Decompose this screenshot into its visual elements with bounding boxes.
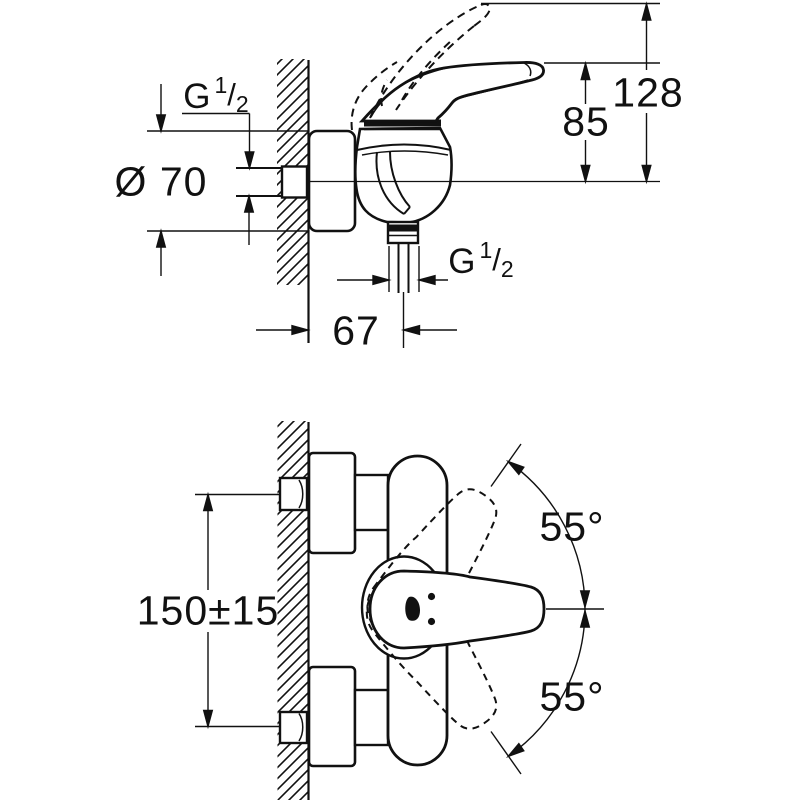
dim-label-85: 85	[562, 98, 610, 145]
arrowhead	[291, 325, 309, 335]
upper-union-nut	[278, 476, 309, 512]
dim-label-128: 128	[612, 69, 684, 116]
dim-label-67: 67	[332, 307, 380, 354]
arrowhead	[155, 114, 167, 132]
arrowhead	[580, 62, 591, 81]
arrowhead	[505, 457, 525, 475]
front-view-dimensions	[195, 443, 604, 775]
inlet-union-nut-side	[280, 165, 309, 199]
arrowhead	[580, 610, 590, 628]
arrowhead	[505, 743, 525, 761]
arrowhead	[580, 164, 591, 183]
arrowhead	[641, 164, 652, 183]
dim-label-diameter-70: Ø 70	[114, 158, 208, 205]
arrowhead	[155, 230, 167, 248]
handle-detail-4	[523, 62, 532, 77]
lever-handle-raised-dashed	[350, 3, 491, 131]
body-rim-arc	[356, 143, 452, 151]
dim-label-55-lower: 55°	[539, 673, 605, 720]
arrowhead	[202, 493, 214, 512]
upper-connector	[353, 473, 390, 532]
arrowhead	[580, 590, 590, 608]
arrowhead	[372, 275, 390, 285]
handle-detail-3	[454, 79, 529, 100]
dim-label-150: 150±15	[136, 587, 280, 634]
upper-escutcheon	[307, 451, 357, 555]
arrowhead	[202, 709, 214, 728]
side-view	[147, 2, 660, 348]
front-view	[195, 421, 604, 800]
spout-swirl-outer	[375, 151, 405, 215]
inlet-pipe-side	[236, 167, 282, 197]
arrowhead	[244, 151, 255, 169]
side-view-dimensions	[147, 2, 660, 348]
dim-label-55-upper: 55°	[539, 503, 605, 550]
arrowhead	[641, 3, 652, 21]
body-rim-inner-arc	[361, 150, 449, 156]
lower-connector	[353, 688, 390, 747]
arrowhead	[418, 275, 436, 285]
spout-swirl-tip	[403, 206, 411, 215]
body-outline	[353, 126, 453, 224]
arrowhead	[243, 195, 255, 213]
lever-front	[368, 569, 546, 650]
lower-union-nut	[278, 710, 309, 745]
lever-indicator-marks	[405, 592, 436, 626]
handle-outline	[358, 61, 545, 123]
arrowhead	[402, 325, 421, 335]
lever-handle-side	[358, 61, 545, 123]
mixer-body-side	[353, 119, 453, 293]
lower-escutcheon	[307, 665, 357, 768]
